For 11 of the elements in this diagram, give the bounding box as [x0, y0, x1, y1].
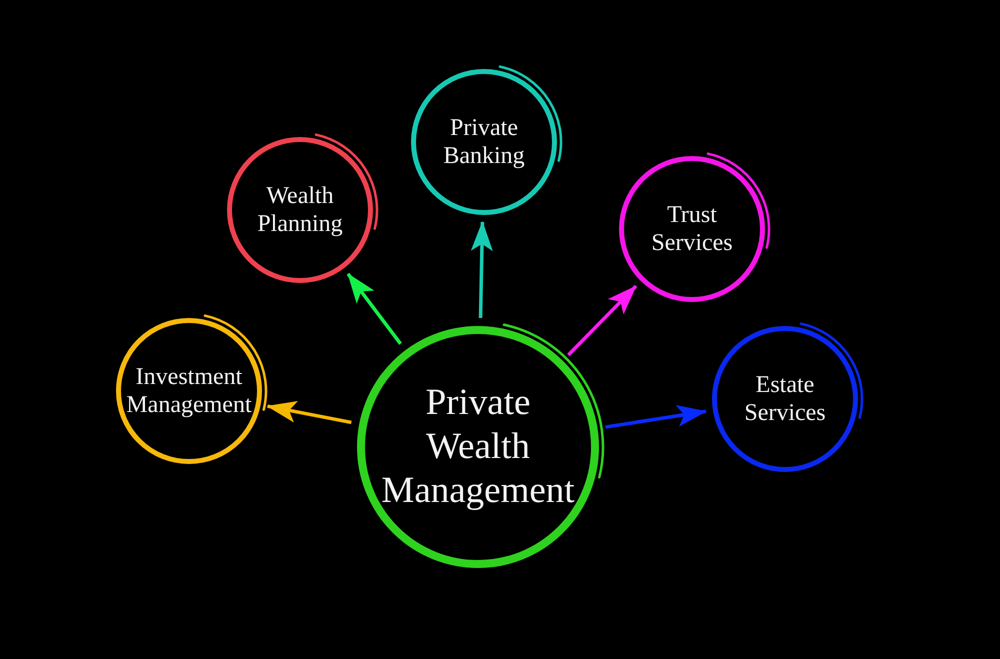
- arrow: [605, 404, 707, 429]
- node-label: Investment Management: [125, 363, 253, 419]
- arrow: [567, 284, 638, 356]
- node-label: Wealth Planning: [256, 182, 344, 238]
- node-label: Trust Services: [650, 201, 734, 257]
- node-label: Private Banking: [442, 114, 526, 170]
- arrow: [346, 272, 402, 345]
- arrow: [470, 220, 493, 318]
- node-label: Estate Services: [743, 371, 827, 427]
- arrow: [266, 400, 352, 424]
- node-label: Private Wealth Management: [380, 381, 576, 513]
